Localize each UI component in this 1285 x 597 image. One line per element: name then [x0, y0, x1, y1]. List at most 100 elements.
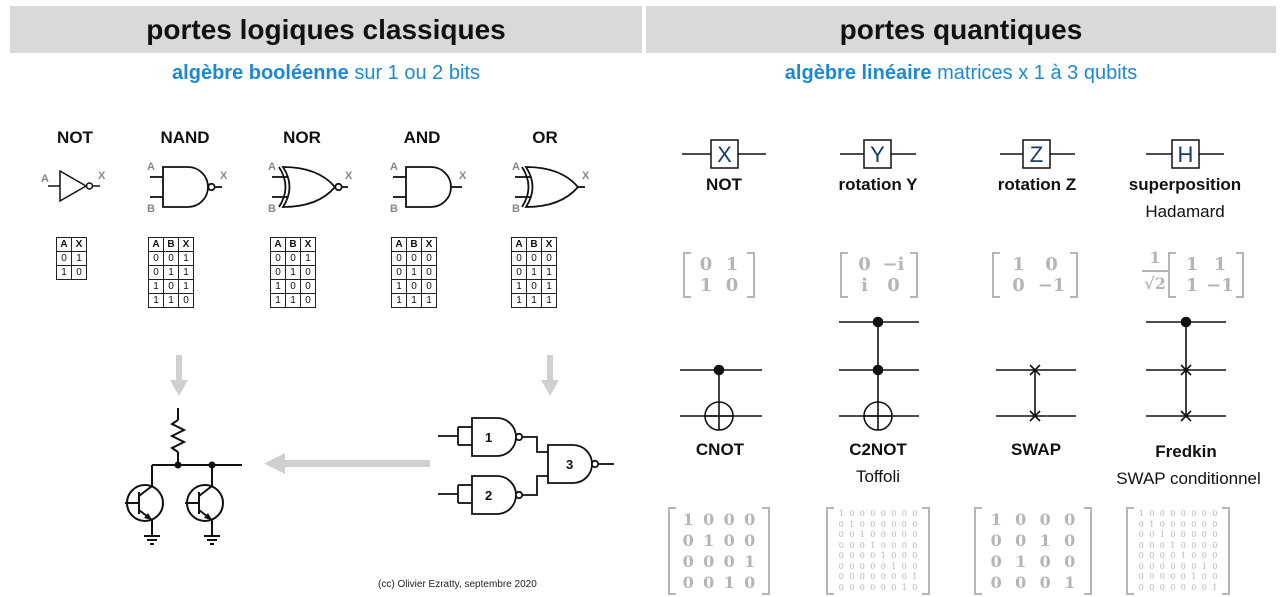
not-pin-x: X [98, 170, 106, 182]
matrix-cell: 1 [901, 582, 907, 592]
matrix-cell: 0 [859, 572, 865, 582]
matrix-cell: 0 [891, 540, 897, 550]
matrix-cell: 0 [1170, 561, 1176, 571]
matrix-cell: 1 [1170, 540, 1176, 550]
matrix-bracket-left [668, 507, 676, 595]
truth-table-cell: A [270, 237, 286, 252]
hadamard-prefactor-num: 1 [1149, 248, 1161, 267]
truth-table-cell: 0 [421, 265, 437, 280]
truth-table-cell: 0 [421, 251, 437, 266]
truth-table-cell: 0 [541, 251, 557, 266]
matrix-cell: 0 [880, 561, 886, 571]
matrix-cell: 0 [912, 509, 918, 519]
and-pin-b: B [390, 203, 398, 215]
matrix-cell: 0 [870, 530, 876, 540]
matrix-cell: 0 [838, 519, 844, 529]
matrix-cell: 0 [859, 561, 865, 571]
matrix-cell: 1 [1039, 530, 1051, 550]
matrix-cell: 1 [744, 551, 756, 571]
matrix-cell: 0 [1180, 582, 1186, 592]
truth-table-cell: A [56, 237, 72, 252]
matrix-cell: 0 [880, 519, 886, 529]
matrix-cell: 1 [1012, 253, 1025, 275]
qgate-name-superposition: superposition [1128, 175, 1242, 194]
truth-table-cell: 0 [148, 251, 164, 266]
matrix-cell: 0 [1201, 582, 1207, 592]
matrix-cell: 0 [1138, 572, 1144, 582]
matrix-cell: 1 [1185, 274, 1199, 296]
matrix-cell: 0 [1180, 509, 1186, 519]
nand-label-1: 1 [485, 430, 492, 445]
matrix-cell: 0 [1138, 540, 1144, 550]
matrix-cell: 0 [901, 519, 907, 529]
matrix-cell: 0 [1180, 530, 1186, 540]
truth-table-cell: 1 [511, 279, 527, 294]
credit-text: (cc) Olivier Ezratty, septembre 2020 [378, 579, 537, 590]
truth-table-cell: 0 [526, 279, 542, 294]
matrix-cell: 1 [725, 253, 739, 275]
matrix-cell: 0 [990, 572, 1002, 592]
not-pin-a: A [41, 173, 49, 185]
fredkin-circuit [1146, 316, 1226, 422]
matrix-cell: 0 [912, 561, 918, 571]
truth-table-cell: 1 [71, 251, 87, 266]
matrix-cell: 0 [870, 519, 876, 529]
matrix-cell: 0 [880, 530, 886, 540]
matrix-cell: 1 [723, 572, 735, 592]
quantum-subtitle: algèbre linéaire matrices x 1 à 3 qubits [646, 62, 1276, 85]
classical-subtitle-rest: sur 1 ou 2 bits [348, 62, 480, 84]
matrix-cell: 0 [723, 509, 735, 529]
matrix-cell: 0 [1159, 561, 1165, 571]
matrix-cell: 0 [838, 530, 844, 540]
truth-table-cell: A [511, 237, 527, 252]
matrix-cell: 0 [703, 509, 715, 529]
matrix-cell: 0 [1191, 509, 1197, 519]
matrix-cell: 0 [912, 551, 918, 561]
matrix-cell: 0 [1170, 530, 1176, 540]
truth-table-cell: 1 [178, 251, 194, 266]
truth-table-cell: 0 [148, 265, 164, 280]
matrix-bracket-left [1126, 507, 1134, 595]
matrix-cell: 0 [901, 530, 907, 540]
matrix-cell: 0 [859, 509, 865, 519]
matrix-cell: 1 [1064, 572, 1076, 592]
gate-name-nand: NAND [160, 128, 210, 147]
matrix-cell: 0 [1191, 582, 1197, 592]
matrix-cell: 0 [870, 509, 876, 519]
matrix-cell: 0 [859, 551, 865, 561]
truth-table-cell: 1 [406, 293, 422, 308]
matrix-cell: 0 [1159, 551, 1165, 561]
matrix-cell: 0 [725, 274, 739, 296]
matrix-cell: 0 [1039, 572, 1051, 592]
matrix-cell: 1 [849, 519, 855, 529]
matrix-cell: 1 [1185, 253, 1199, 275]
matrix-cell: 0 [1015, 530, 1027, 550]
gate-box-x [682, 139, 766, 169]
truth-table-cell: 1 [270, 293, 286, 308]
nor-pin-x: X [345, 170, 353, 182]
matrix-cell: 0 [891, 551, 897, 561]
matrix-cell: −1 [1037, 274, 1066, 296]
matrix-bracket-right [1222, 507, 1230, 595]
or-pin-b: B [512, 203, 520, 215]
matrix-cell: 0 [1149, 530, 1155, 540]
matrix-cell: 1 [1201, 561, 1207, 571]
matrix-cell: 0 [1201, 519, 1207, 529]
arrow-left [264, 453, 430, 474]
gate-box-z [1000, 139, 1075, 169]
nor-gate-symbol [272, 166, 348, 208]
matrix-cell: 0 [1149, 551, 1155, 561]
